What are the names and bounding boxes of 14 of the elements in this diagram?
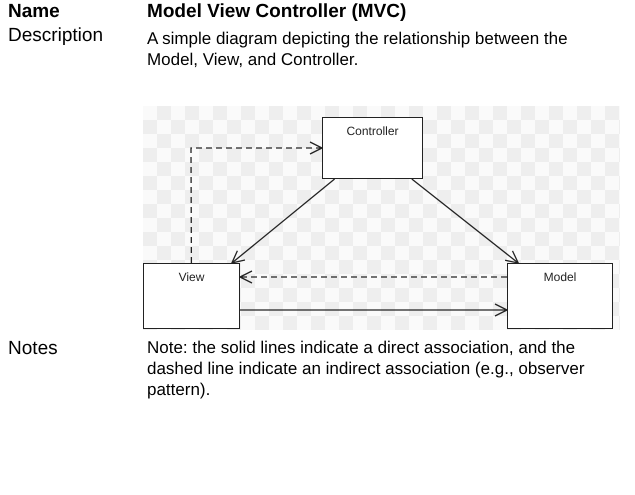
row-label: Description: [8, 24, 104, 48]
arrow: [240, 303, 508, 317]
header-label: Name: [8, 0, 61, 24]
arrow: [411, 178, 519, 264]
dashed-arrow: [190, 141, 323, 263]
class-box: View: [143, 263, 240, 329]
arrow: [231, 178, 336, 264]
class-box: Model: [507, 263, 613, 329]
diagram-name: Model View Controller (MVC): [147, 0, 408, 24]
class-box: Controller: [322, 117, 423, 179]
row-label: Notes: [8, 337, 59, 361]
dashed-arrow: [239, 270, 507, 284]
notes-text: Note: the solid lines indicate a direct association, and the dashed line indicate an indirect association (e.g., observer pattern).: [147, 337, 586, 400]
description-text: A simple diagram depicting the relationship between the Model, View, and Controller.: [147, 28, 569, 70]
